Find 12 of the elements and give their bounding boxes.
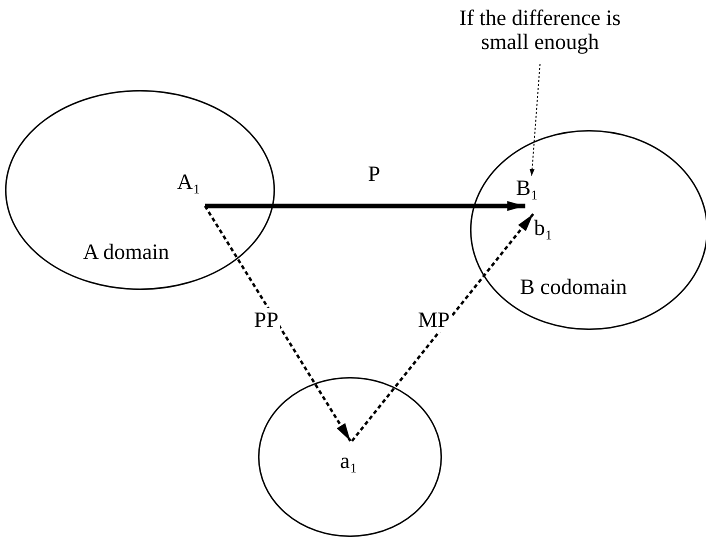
leader-line — [530, 64, 540, 176]
codomain-label: B codomain — [520, 275, 627, 300]
domain-label: A domain — [83, 240, 170, 264]
note-text: If the difference is small enough — [458, 6, 622, 54]
arrow — [205, 201, 526, 211]
arrow — [351, 213, 534, 442]
point-label: b₁ — [534, 216, 553, 240]
point-label: a₁ — [340, 449, 358, 474]
arrow — [204, 205, 352, 442]
point-label: B₁ — [516, 176, 538, 200]
edge-label: PP — [252, 308, 280, 332]
point-label: A₁ — [177, 170, 201, 194]
